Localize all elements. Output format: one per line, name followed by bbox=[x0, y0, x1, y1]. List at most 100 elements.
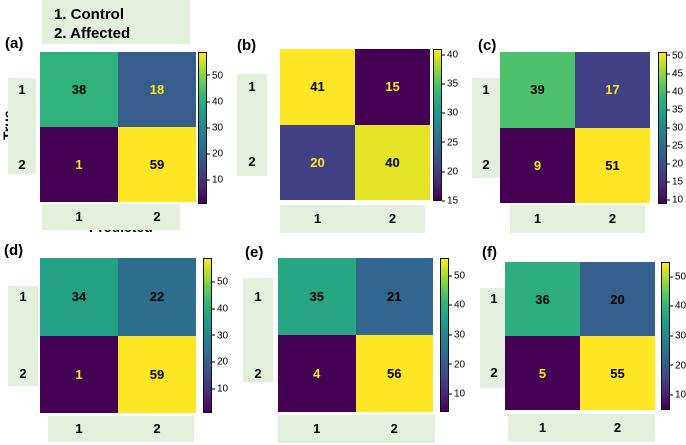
x-tick-d-1: 1 bbox=[75, 421, 83, 436]
x-tick-f-1: 1 bbox=[538, 420, 547, 435]
y-tick-band-a bbox=[8, 78, 36, 174]
heatmap-cell-c-1-1: 39 bbox=[500, 52, 575, 128]
x-tick-band-a bbox=[42, 204, 180, 230]
colorbar-e bbox=[440, 258, 449, 412]
heatmap-cell-a-2-2: 59 bbox=[118, 127, 196, 202]
panel-label-d: (d) bbox=[4, 242, 24, 259]
heatmap-cell-e-2-1: 4 bbox=[278, 335, 356, 412]
colorbar-f bbox=[661, 262, 670, 410]
heatmap-cell-d-2-2: 59 bbox=[118, 335, 196, 413]
colorbar-tick-label: 20 bbox=[212, 148, 224, 160]
colorbar-tick-label: 25 bbox=[672, 140, 684, 152]
heatmap-cell-f-1-1: 36 bbox=[505, 262, 580, 336]
colorbar-tick-label: 10 bbox=[675, 389, 686, 401]
heatmap-cell-e-2-2: 56 bbox=[355, 335, 433, 412]
heatmap-cell-c-1-2: 17 bbox=[575, 52, 650, 128]
panel-label-f: (f) bbox=[482, 244, 497, 261]
colorbar-tick-label: 20 bbox=[454, 359, 466, 371]
x-tick-band-e bbox=[278, 415, 435, 443]
x-tick-band-c bbox=[510, 205, 645, 233]
colorbar-tick-label: 40 bbox=[447, 49, 459, 61]
panel-label-a: (a) bbox=[5, 35, 24, 52]
x-tick-c-2: 2 bbox=[608, 211, 617, 226]
heatmap-cell-c-2-2: 51 bbox=[575, 127, 650, 203]
colorbar-tick-label: 30 bbox=[675, 330, 686, 342]
colorbar-tick-label: 20 bbox=[217, 356, 229, 368]
y-tick-band-b bbox=[237, 74, 267, 176]
legend-control: 1. Control bbox=[54, 6, 124, 23]
y-tick-d-1: 1 bbox=[19, 288, 27, 304]
heatmap-cell-f-2-1: 5 bbox=[505, 336, 580, 410]
x-tick-d-2: 2 bbox=[153, 421, 161, 436]
y-tick-c-2: 2 bbox=[482, 157, 490, 173]
heatmap-cell-d-2-1: 1 bbox=[40, 335, 118, 413]
heatmap-cell-b-1-2: 15 bbox=[355, 49, 430, 125]
x-tick-f-2: 2 bbox=[613, 420, 622, 435]
legend-affected: 2. Affected bbox=[54, 25, 131, 42]
colorbar-d bbox=[203, 258, 212, 413]
colorbar-tick-label: 30 bbox=[212, 122, 224, 134]
x-tick-e-1: 1 bbox=[313, 421, 321, 436]
x-tick-band-d bbox=[48, 416, 194, 442]
x-tick-a-1: 1 bbox=[75, 209, 83, 224]
colorbar-b bbox=[433, 49, 442, 201]
y-tick-a-2: 2 bbox=[18, 156, 26, 172]
y-tick-b-2: 2 bbox=[248, 154, 256, 170]
colorbar-tick-label: 50 bbox=[675, 271, 686, 283]
colorbar-tick-label: 10 bbox=[212, 174, 224, 186]
heatmap-cell-f-2-2: 55 bbox=[580, 336, 655, 410]
heatmap-cell-d-1-1: 34 bbox=[40, 258, 118, 336]
x-tick-c-1: 1 bbox=[533, 211, 542, 226]
colorbar-tick-label: 10 bbox=[672, 194, 684, 206]
colorbar-tick-label: 20 bbox=[447, 166, 459, 178]
y-tick-band-e bbox=[243, 278, 273, 382]
colorbar-c bbox=[658, 52, 667, 204]
heatmap-cell-b-1-1: 41 bbox=[280, 49, 355, 125]
colorbar-tick-label: 50 bbox=[672, 50, 684, 62]
y-tick-f-2: 2 bbox=[490, 365, 498, 380]
panel-label-c: (c) bbox=[478, 37, 497, 54]
colorbar-tick-label: 15 bbox=[672, 176, 684, 188]
colorbar-tick-label: 40 bbox=[672, 86, 684, 98]
x-tick-a-2: 2 bbox=[153, 209, 161, 224]
colorbar-tick-label: 35 bbox=[672, 104, 684, 116]
heatmap-cell-a-1-2: 18 bbox=[118, 52, 196, 127]
heatmap-cell-d-1-2: 22 bbox=[118, 258, 196, 336]
x-tick-b-2: 2 bbox=[388, 211, 397, 226]
heatmap-cell-f-1-2: 20 bbox=[580, 262, 655, 336]
x-tick-band-b bbox=[280, 205, 425, 233]
colorbar-tick-label: 40 bbox=[217, 303, 229, 315]
colorbar-tick-label: 50 bbox=[217, 276, 229, 288]
colorbar-tick-label: 50 bbox=[212, 70, 224, 82]
y-tick-band-d bbox=[8, 286, 38, 386]
heatmap-cell-b-2-1: 20 bbox=[280, 124, 355, 200]
colorbar-tick-label: 40 bbox=[675, 300, 686, 312]
colorbar-tick-label: 30 bbox=[454, 329, 466, 341]
y-tick-a-1: 1 bbox=[18, 81, 26, 97]
heatmap-cell-a-2-1: 1 bbox=[40, 127, 118, 202]
heatmap-cell-e-1-2: 21 bbox=[355, 258, 433, 335]
y-tick-band-c bbox=[472, 78, 500, 178]
heatmap-cell-e-1-1: 35 bbox=[278, 258, 356, 335]
heatmap-cell-c-2-1: 9 bbox=[500, 127, 575, 203]
colorbar-tick-label: 45 bbox=[672, 68, 684, 80]
y-tick-c-1: 1 bbox=[482, 81, 490, 97]
colorbar-tick-label: 20 bbox=[675, 360, 686, 372]
y-tick-e-2: 2 bbox=[254, 365, 262, 381]
y-tick-band-f bbox=[480, 288, 508, 388]
panel-label-e: (e) bbox=[245, 244, 264, 261]
colorbar-tick-label: 50 bbox=[454, 270, 466, 282]
colorbar-tick-label: 30 bbox=[447, 107, 459, 119]
colorbar-tick-label: 10 bbox=[217, 383, 229, 395]
y-tick-f-1: 1 bbox=[490, 291, 498, 306]
colorbar-tick-label: 30 bbox=[217, 330, 229, 341]
colorbar-tick-label: 30 bbox=[672, 122, 684, 134]
colorbar-tick-label: 10 bbox=[454, 388, 466, 400]
class-legend: 1. Control 2. Affected bbox=[42, 0, 190, 44]
y-tick-d-2: 2 bbox=[19, 366, 27, 382]
panel-label-b: (b) bbox=[237, 37, 257, 54]
x-tick-e-2: 2 bbox=[390, 421, 398, 436]
heatmap-cell-a-1-1: 38 bbox=[40, 52, 118, 127]
colorbar-tick-label: 15 bbox=[447, 195, 459, 207]
colorbar-tick-label: 25 bbox=[447, 137, 459, 149]
